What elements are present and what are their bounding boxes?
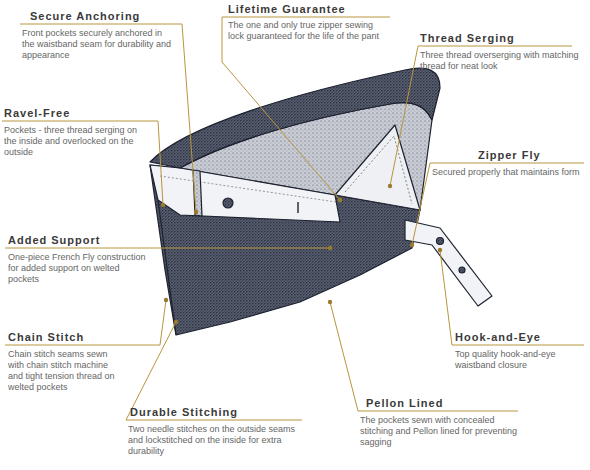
callout-text: Three thread overserging with matching t… (420, 50, 582, 72)
callout-heading: Lifetime Guarantee (228, 3, 346, 15)
callout-text: Two needle stitches on the outside seams… (128, 424, 300, 457)
leader-dot (328, 300, 332, 304)
leader-dot (338, 198, 342, 202)
leader-line (222, 17, 390, 200)
leader-dot (438, 248, 442, 252)
callout-text: The one and only true zipper sewing lock… (228, 20, 390, 42)
leader-lines (2, 17, 584, 420)
hook-eye (437, 238, 444, 245)
callout-heading: Hook-and-Eye (455, 331, 541, 343)
pants-drawing (150, 68, 492, 335)
leader-line (5, 248, 330, 249)
leader-dot (161, 203, 165, 207)
leader-line (412, 163, 584, 245)
leader-dot (194, 210, 198, 214)
buttonhole (297, 202, 298, 213)
callout-text: The pockets sewn with concealed stitchin… (360, 415, 518, 448)
hook-eye (459, 267, 465, 273)
leader-dots (161, 184, 442, 324)
leader-line (2, 121, 163, 205)
leader-line (5, 300, 166, 345)
callout-text: Chain stitch seams sewn with chain stitc… (8, 349, 123, 393)
callout-text: One-piece French Fly construction for ad… (8, 252, 148, 285)
callout-heading: Added Support (8, 234, 100, 246)
waistband-button (223, 198, 233, 208)
callout-text: Pockets - three thread serging on the in… (4, 125, 149, 158)
callout-heading: Pellon Lined (366, 397, 443, 409)
leader-dot (410, 243, 414, 247)
callout-text: Top quality hook-and-eye waistband closu… (455, 349, 583, 371)
fly-tab (405, 220, 492, 306)
callout-text: Secured properly that maintains form (432, 167, 582, 178)
callout-text: Front pockets securely anchored in the w… (22, 28, 174, 61)
leader-dot (164, 298, 168, 302)
front-waistband (150, 165, 340, 222)
waistband-stitching (160, 176, 336, 202)
callout-heading: Thread Serging (420, 32, 515, 44)
callout-heading: Ravel-Free (4, 107, 70, 119)
leader-dot (174, 320, 178, 324)
side-seam (158, 200, 176, 335)
fly-opening (335, 125, 420, 210)
fly-stitching (345, 136, 412, 204)
leader-dot (328, 246, 332, 250)
callout-heading: Secure Anchoring (30, 10, 140, 22)
leader-line (440, 250, 584, 345)
callout-heading: Zipper Fly (478, 149, 541, 161)
callout-heading: Chain Stitch (8, 331, 84, 343)
leader-line (126, 322, 302, 420)
leader-dot (388, 184, 392, 188)
callout-heading: Durable Stitching (130, 406, 238, 418)
